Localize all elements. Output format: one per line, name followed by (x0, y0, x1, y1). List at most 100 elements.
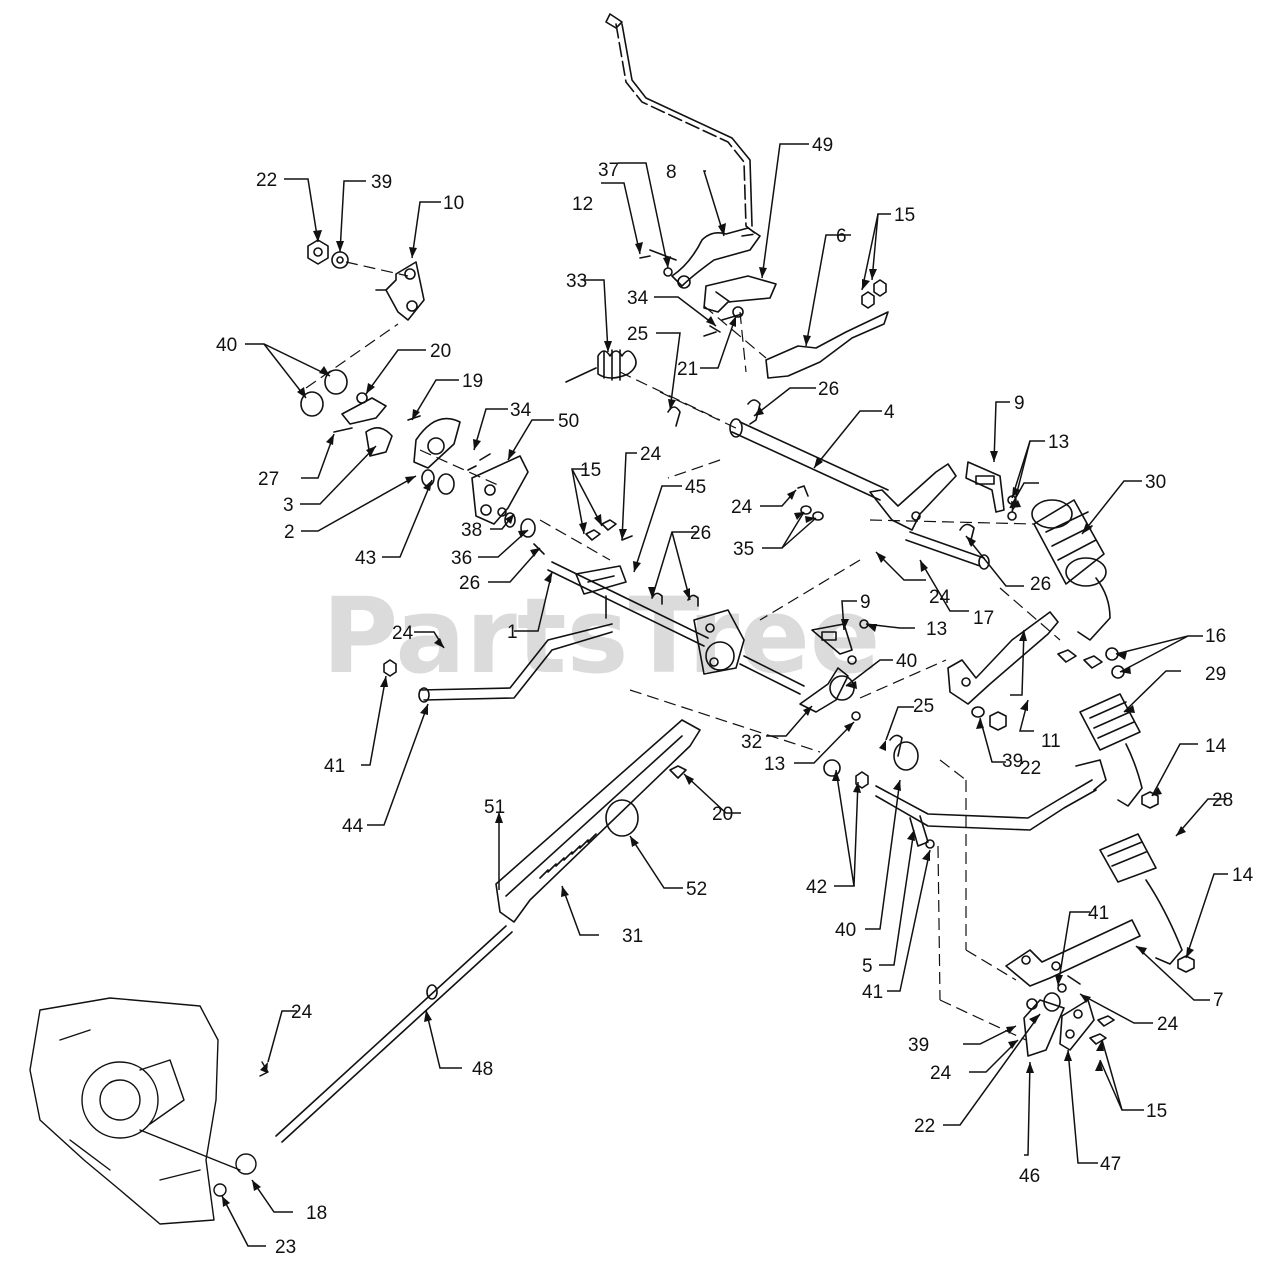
callout-28: 28 (1212, 790, 1233, 811)
callout-22: 22 (914, 1116, 935, 1137)
callout-3: 3 (283, 495, 294, 516)
main-shaft-part-4 (729, 399, 889, 501)
bracket-part-10 (375, 261, 425, 321)
callout-36: 36 (451, 548, 472, 569)
callout-39: 39 (1002, 751, 1023, 772)
lever-assembly-part-8 (639, 227, 777, 337)
callout-41: 41 (862, 982, 883, 1003)
callout-31: 31 (622, 926, 643, 947)
callout-51: 51 (484, 797, 505, 818)
callout-42: 42 (806, 877, 827, 898)
callout-47: 47 (1100, 1154, 1121, 1175)
callout-7: 7 (1213, 990, 1224, 1011)
callout-23: 23 (275, 1237, 296, 1258)
callout-30: 30 (1145, 472, 1166, 493)
callout-2: 2 (284, 522, 295, 543)
callout-14: 14 (1232, 865, 1254, 886)
alignment-lines (305, 261, 1061, 1041)
callout-10: 10 (443, 193, 464, 214)
callout-13: 13 (764, 754, 785, 775)
callout-41: 41 (1088, 903, 1109, 924)
washers-part-35 (797, 485, 824, 521)
long-rod-part-48 (275, 925, 513, 1143)
callout-33: 33 (566, 271, 587, 292)
callout-5: 5 (862, 956, 873, 977)
callout-40: 40 (835, 920, 856, 941)
callout-39: 39 (908, 1035, 929, 1056)
callout-24: 24 (640, 444, 662, 465)
plate-part-50 (467, 453, 545, 555)
bracket-right-upper (869, 463, 957, 531)
pedal-pad-part-29 (1079, 693, 1159, 809)
callout-26: 26 (459, 573, 480, 594)
callout-24: 24 (929, 587, 951, 608)
callout-41: 41 (324, 756, 345, 777)
callout-4: 4 (884, 402, 895, 423)
callout-11: 11 (1041, 731, 1061, 752)
callout-15: 15 (1146, 1101, 1167, 1122)
callout-43: 43 (355, 548, 376, 569)
pedal-pad-part-30 (1031, 499, 1111, 641)
plates-parts-46-47 (1023, 975, 1115, 1057)
callout-13: 13 (926, 619, 947, 640)
callout-8: 8 (666, 162, 677, 183)
callout-48: 48 (472, 1059, 493, 1080)
lower-shaft-part-1 (547, 561, 805, 695)
bracket-part-45 (575, 535, 633, 619)
callout-18: 18 (306, 1203, 327, 1224)
callout-12: 12 (572, 194, 593, 215)
callout-6: 6 (836, 226, 847, 247)
callout-40: 40 (216, 335, 237, 356)
callout-35: 35 (733, 539, 754, 560)
callout-38: 38 (461, 520, 482, 541)
link-part-51 (495, 719, 701, 923)
callout-17: 17 (973, 608, 994, 629)
callout-40: 40 (896, 651, 917, 672)
bracket-part-32 (799, 667, 861, 721)
callout-37: 37 (598, 160, 619, 181)
callout-19: 19 (462, 371, 483, 392)
callout-32: 32 (741, 732, 762, 753)
callout-45: 45 (685, 477, 706, 498)
callout-29: 29 (1205, 664, 1226, 685)
callout-52: 52 (686, 879, 707, 900)
bolts-part-16 (1057, 647, 1125, 679)
callout-labels: 22 39 10 40 20 19 34 50 27 3 2 43 37 8 1… (216, 135, 1254, 1258)
rod-part-44 (418, 623, 613, 703)
arm-part-11 (947, 611, 1059, 731)
callout-25: 25 (627, 324, 648, 345)
pedal-pad-part-28 (1099, 833, 1195, 973)
transmission-housing (29, 997, 269, 1225)
callout-1: 1 (507, 622, 518, 643)
callout-22: 22 (1020, 758, 1041, 779)
callout-44: 44 (342, 816, 364, 837)
callout-49: 49 (812, 135, 833, 156)
callout-15: 15 (894, 205, 915, 226)
callout-24: 24 (291, 1002, 313, 1023)
callout-15: 15 (580, 460, 601, 481)
callout-16: 16 (1205, 626, 1226, 647)
callout-9: 9 (1014, 393, 1025, 414)
callout-34: 34 (627, 288, 649, 309)
callout-34: 34 (510, 400, 532, 421)
arm-part-7 (1005, 919, 1141, 987)
shaft-part-17 (905, 523, 990, 570)
spring-part-33 (565, 349, 637, 383)
callout-21: 21 (677, 359, 698, 380)
callout-20: 20 (712, 804, 733, 825)
leader-lines (221, 143, 1228, 1247)
left-assembly-parts-2-3-19 (300, 369, 461, 495)
nut-part-41-left (383, 659, 397, 677)
callout-27: 27 (258, 469, 279, 490)
callout-50: 50 (558, 411, 579, 432)
callout-39: 39 (371, 172, 392, 193)
callout-22: 22 (256, 170, 277, 191)
callout-24: 24 (731, 497, 753, 518)
arm-part-6 (765, 279, 889, 379)
callout-24: 24 (392, 623, 414, 644)
callout-24: 24 (930, 1063, 952, 1084)
bolts-part-15-center (585, 519, 617, 541)
callout-9: 9 (860, 592, 871, 613)
